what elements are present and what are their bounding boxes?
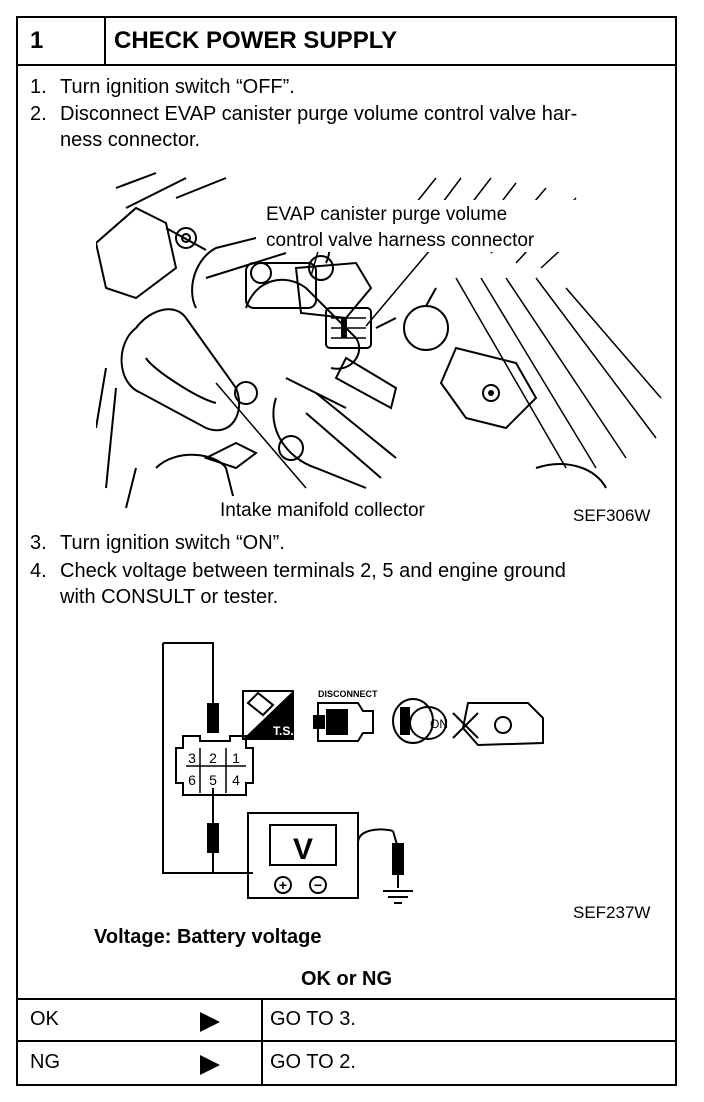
result-ok-action: GO TO 3.	[270, 1008, 356, 1030]
callout-purge-valve-line2: control valve harness connector	[266, 230, 535, 251]
ts-label: T.S.	[273, 724, 294, 738]
on-label: ON	[430, 717, 448, 731]
instruction-4: 4. Check voltage between terminals 2, 5 …	[30, 560, 566, 608]
terminal-5: 5	[209, 772, 217, 788]
result-ng-condition: NG	[30, 1051, 60, 1073]
meter-plus: +	[279, 877, 287, 893]
result-divider	[261, 998, 263, 1084]
disconnect-label: DISCONNECT	[318, 689, 378, 699]
instruction-1: 1. Turn ignition switch “OFF”.	[30, 76, 295, 98]
terminal-4: 4	[232, 772, 240, 788]
result-header: OK or NG	[300, 968, 393, 990]
callout-intake-manifold: Intake manifold collector	[220, 500, 426, 518]
figure1-code: SEF306W	[573, 506, 651, 525]
result-rule-top	[18, 998, 675, 1000]
voltage-check-diagram: T.S. DISCONNECT ON V + − 3 2 1 6 5 4	[162, 642, 544, 904]
terminal-3: 3	[188, 750, 196, 766]
arrow-right-icon	[200, 1012, 220, 1032]
voltage-spec: Voltage: Battery voltage	[94, 926, 322, 948]
figure2-code: SEF237W	[573, 903, 651, 922]
meter-minus: −	[314, 877, 322, 893]
header-divider	[104, 18, 106, 64]
result-ok-condition: OK	[30, 1008, 59, 1030]
instruction-2: 2. Disconnect EVAP canister purge volume…	[30, 103, 578, 151]
result-rule-middle	[18, 1040, 675, 1042]
arrow-right-icon	[200, 1055, 220, 1075]
terminal-1: 1	[232, 750, 240, 766]
procedure-table: 1 CHECK POWER SUPPLY 1. Turn ignition sw…	[16, 16, 677, 1086]
callout-purge-valve-line1: EVAP canister purge volume	[266, 204, 507, 225]
meter-label: V	[293, 833, 313, 866]
terminal-6: 6	[188, 772, 196, 788]
step-title: CHECK POWER SUPPLY	[114, 27, 398, 54]
engine-bay-illustration: EVAP canister purge volume control valve…	[96, 172, 662, 518]
instruction-3: 3. Turn ignition switch “ON”.	[30, 532, 285, 554]
terminal-2: 2	[209, 750, 217, 766]
step-number: 1	[30, 27, 44, 54]
result-ng-action: GO TO 2.	[270, 1051, 356, 1073]
step-header: 1 CHECK POWER SUPPLY	[18, 18, 675, 66]
